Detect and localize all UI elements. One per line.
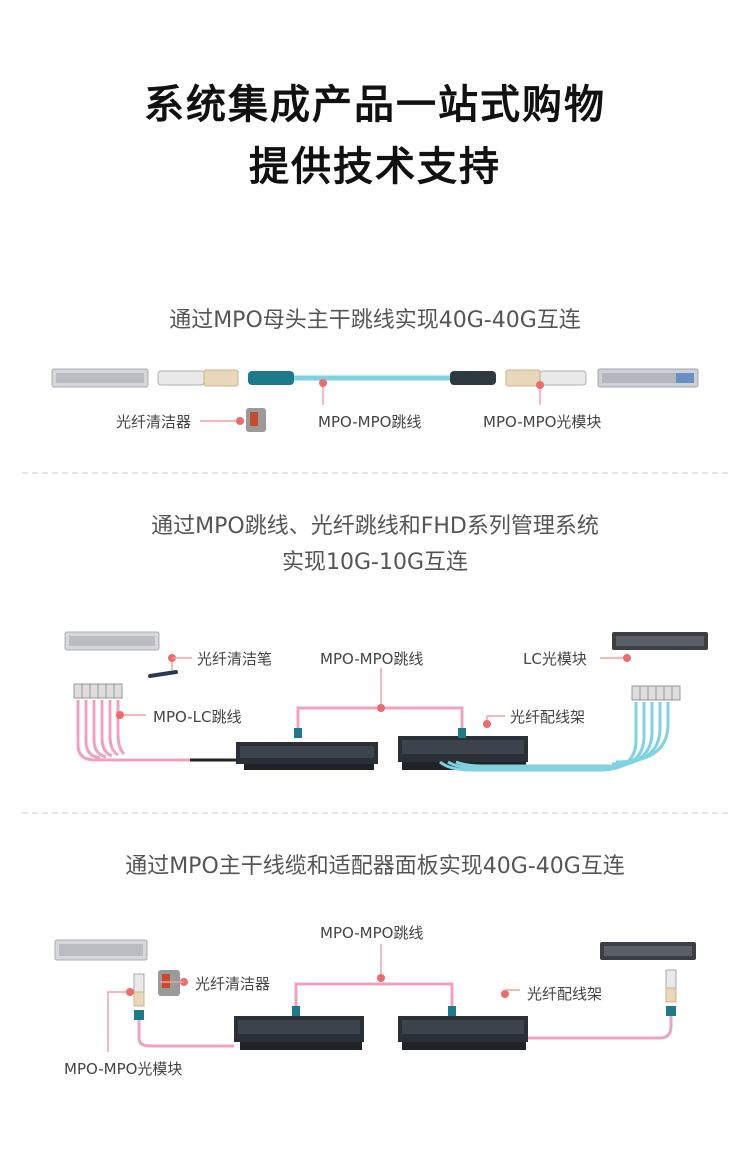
mpo-lc-fanout-left	[76, 700, 190, 762]
switch-right	[612, 632, 708, 650]
switch-right	[600, 942, 696, 960]
label-lc-module: LC光模块	[523, 650, 587, 668]
transceiver-right	[505, 369, 587, 387]
headline-line2: 提供技术支持	[249, 144, 501, 190]
label-cleaning-pen: 光纤清洁笔	[197, 650, 273, 668]
section3-diagram	[54, 939, 696, 1052]
module-left	[133, 973, 145, 1020]
label-cleaner: 光纤清洁器	[116, 413, 192, 431]
fiber-cleaner	[158, 970, 180, 996]
divider-1	[22, 472, 728, 474]
label-jumper: MPO-MPO跳线	[318, 413, 422, 431]
label-jumper: MPO-MPO跳线	[320, 650, 424, 668]
label-frame: 光纤配线架	[510, 708, 586, 726]
cleaning-pen	[148, 670, 178, 678]
label-cleaner: 光纤清洁器	[195, 975, 271, 993]
section1-diagram	[51, 368, 699, 432]
lc-fanout-right	[439, 702, 670, 772]
fiber-cleaner	[246, 408, 266, 432]
divider-2	[22, 812, 728, 814]
patch-panel-left	[236, 742, 378, 770]
section1-title: 通过MPO母头主干跳线实现40G-40G互连	[169, 308, 581, 333]
label-module: MPO-MPO光模块	[64, 1060, 183, 1078]
marker	[319, 379, 327, 387]
label-mpo-lc: MPO-LC跳线	[153, 708, 242, 726]
label-module: MPO-MPO光模块	[483, 413, 602, 431]
patch-panel-right	[398, 1016, 528, 1050]
switch-left	[54, 939, 148, 961]
patch-panel-left	[234, 1016, 364, 1050]
switch-left	[64, 631, 160, 651]
switch-right	[597, 368, 699, 388]
mpo-jumper	[248, 371, 496, 385]
label-frame: 光纤配线架	[527, 985, 603, 1003]
label-jumper: MPO-MPO跳线	[320, 924, 424, 942]
section2-title-line2: 实现10G-10G互连	[281, 550, 469, 575]
section3-title: 通过MPO主干线缆和适配器面板实现40G-40G互连	[125, 854, 625, 879]
transceiver-left	[157, 369, 239, 387]
headline-line1: 系统集成产品一站式购物	[144, 82, 606, 128]
switch-left	[51, 368, 149, 388]
marker	[536, 381, 544, 389]
section2-diagram	[64, 631, 708, 772]
module-right	[665, 969, 677, 1016]
section2-title-line1: 通过MPO跳线、光纤跳线和FHD系列管理系统	[151, 514, 599, 539]
